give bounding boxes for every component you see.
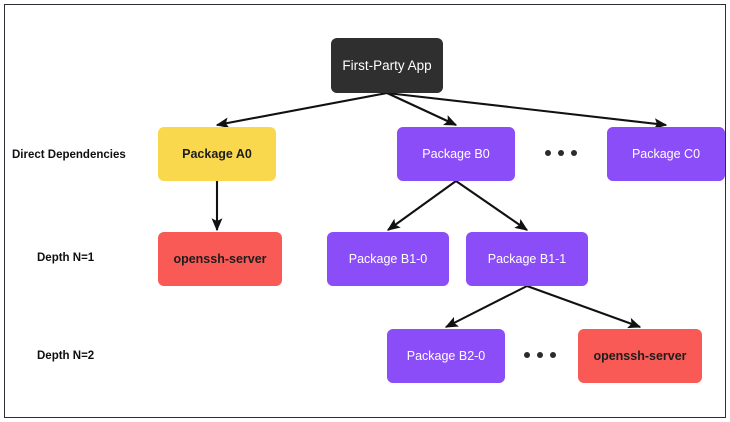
- edge-first-party-app-to-package-b0: [386, 92, 458, 126]
- node-package-a0[interactable]: Package A0: [158, 127, 276, 181]
- ellipsis-dot: [558, 150, 564, 156]
- edge-first-party-app-to-package-a0: [215, 91, 388, 129]
- node-package-b2-0[interactable]: Package B2-0: [387, 329, 505, 383]
- row-label-depth-2: Depth N=2: [37, 350, 95, 362]
- node-package-b1-1[interactable]: Package B1-1: [466, 232, 588, 286]
- edge-package-b0-to-package-b1-0: [386, 180, 457, 231]
- edge-package-b0-to-package-b1-1: [455, 180, 529, 231]
- node-package-b1-0[interactable]: Package B1-0: [327, 232, 449, 286]
- node-package-c0[interactable]: Package C0: [607, 127, 725, 181]
- ellipsis-dot: [537, 352, 543, 358]
- ellipsis-dot: [550, 352, 556, 358]
- edge-package-b1-1-to-openssh-server-depth2: [526, 285, 642, 329]
- edge-first-party-app-to-package-c0: [386, 91, 668, 130]
- row-label-depth-1: Depth N=1: [37, 252, 95, 264]
- ellipsis-dot: [524, 352, 530, 358]
- node-openssh-server-depth1[interactable]: openssh-server: [158, 232, 282, 286]
- ellipsis-direct-dependencies: [545, 150, 577, 156]
- ellipsis-depth-2: [524, 352, 556, 358]
- ellipsis-dot: [545, 150, 551, 156]
- node-package-b0[interactable]: Package B0: [397, 127, 515, 181]
- row-label-direct-dependencies: Direct Dependencies: [12, 149, 126, 161]
- ellipsis-dot: [571, 150, 577, 156]
- edge-package-b1-1-to-package-b2-0: [444, 285, 528, 328]
- node-openssh-server-depth2[interactable]: openssh-server: [578, 329, 702, 383]
- node-first-party-app[interactable]: First-Party App: [331, 38, 443, 93]
